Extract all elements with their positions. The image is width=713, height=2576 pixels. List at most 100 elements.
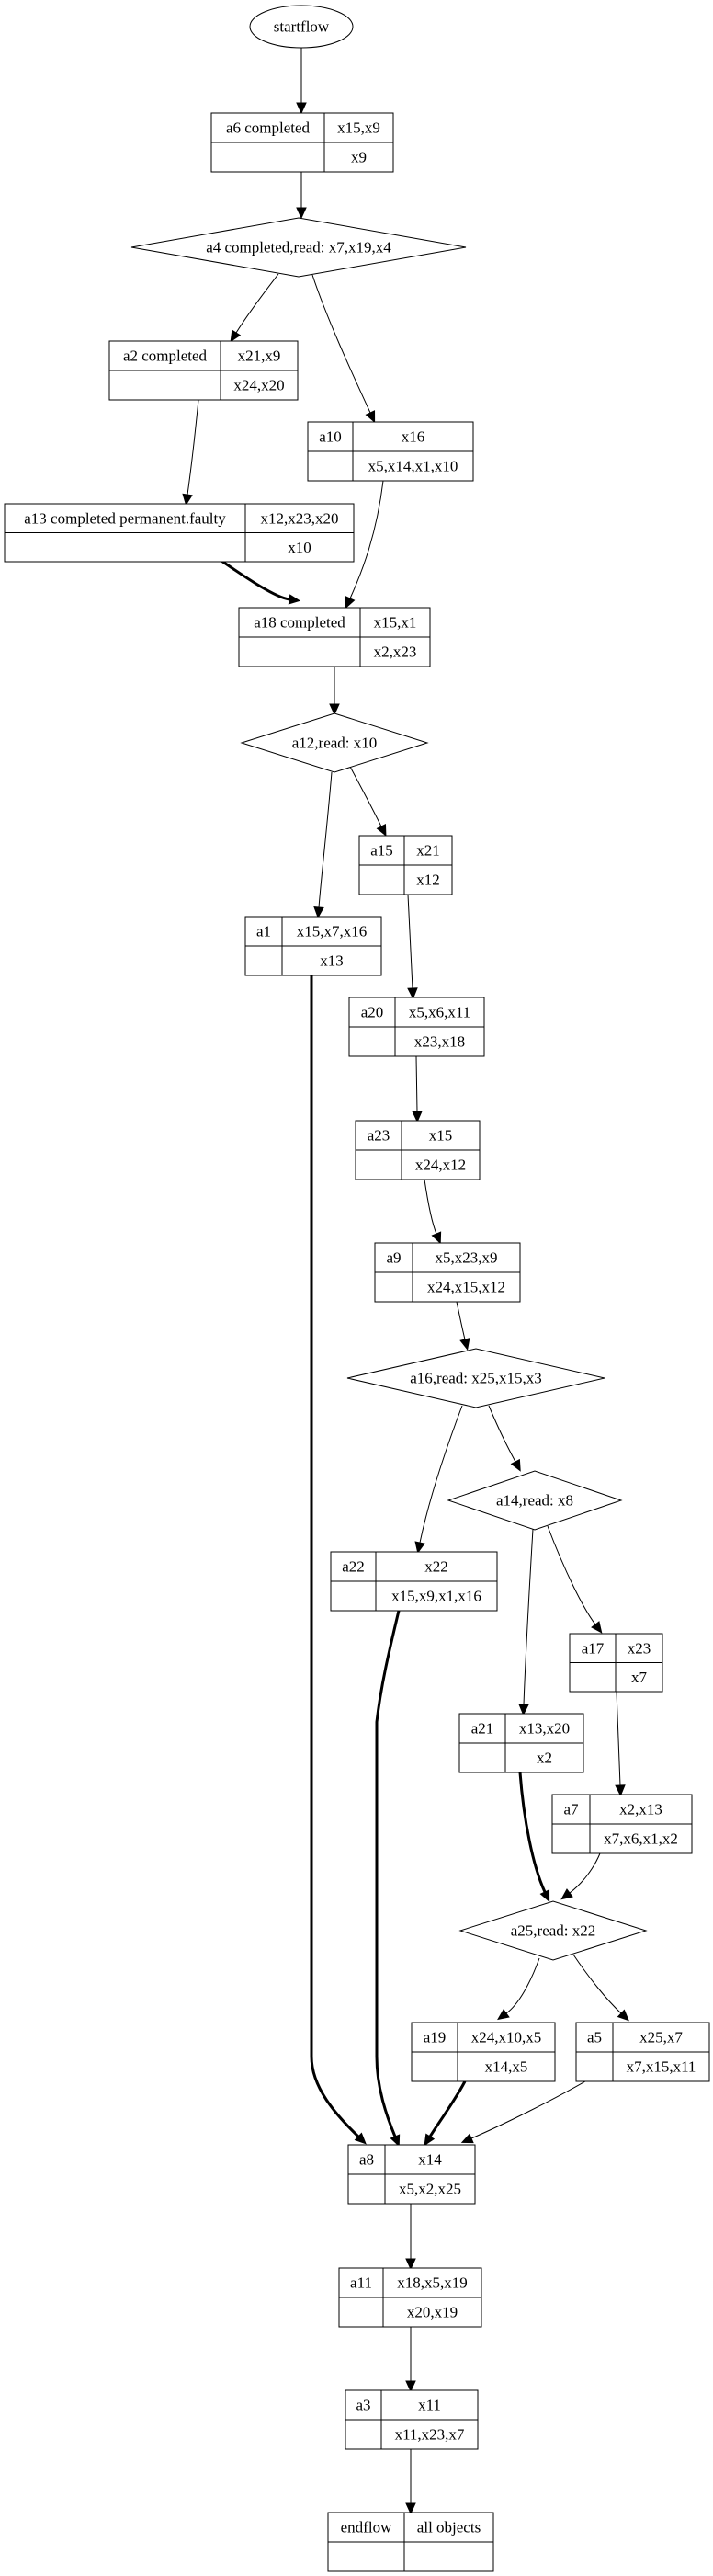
node-a16[interactable]: a16,read: x25,x15,x3 (346, 1348, 605, 1408)
edge-line (456, 1301, 466, 1340)
input-objects: x15,x1 (374, 614, 417, 632)
edge-a19-to-a8 (424, 2080, 467, 2147)
edge-line (428, 2080, 467, 2137)
edge-a12-to-a15 (348, 764, 387, 837)
output-objects: x24,x20 (233, 377, 284, 394)
output-objects: x20,x19 (407, 2304, 458, 2321)
edge-a1-to-a8 (310, 975, 367, 2145)
edge-line (221, 559, 290, 601)
arrowhead-icon (497, 2009, 510, 2021)
arrowhead-icon (539, 1889, 550, 1903)
edge-line (348, 764, 382, 827)
arrowhead-icon (518, 1704, 529, 1716)
output-objects: x24,x12 (415, 1157, 466, 1174)
activity-name: a22 (342, 1558, 365, 1576)
edge-line (311, 274, 371, 414)
node-a4[interactable]: a4 completed,read: x7,x19,x4 (130, 217, 467, 278)
edge-a4-to-a2 (230, 273, 279, 343)
arrowhead-icon (354, 2132, 367, 2145)
activity-name: a7 (563, 1801, 579, 1818)
edge-a14-to-a17 (547, 1525, 603, 1634)
edge-a7-to-a25 (560, 1852, 601, 1900)
arrowhead-icon (431, 1231, 442, 1245)
edge-a6-to-a4 (296, 172, 307, 220)
input-objects: all objects (417, 2519, 481, 2536)
activity-name: a9 (386, 1249, 401, 1267)
edge-a2-to-a13 (182, 399, 199, 507)
arrowhead-icon (329, 703, 340, 716)
arrowhead-icon (182, 493, 193, 507)
activity-name: a18 completed (254, 614, 345, 632)
node-a25[interactable]: a25,read: x22 (458, 1900, 648, 1961)
edge-line (375, 1610, 401, 2137)
edge-a4-to-a10 (311, 274, 376, 424)
output-objects: x14,x5 (485, 2058, 528, 2076)
edge-line (572, 1954, 622, 2014)
edge-a16-to-a14 (488, 1405, 521, 1472)
input-objects: x25,x7 (639, 2029, 683, 2046)
edge-a25-to-a19 (497, 1957, 540, 2021)
arrowhead-icon (405, 2380, 416, 2393)
edge-line (523, 1528, 534, 1705)
edge-a12-to-a1 (313, 771, 333, 919)
decision-label: a14,read: x8 (496, 1492, 573, 1510)
output-objects: x12 (416, 872, 440, 889)
node-endflow[interactable]: endflow all objects (327, 2512, 494, 2572)
activity-name: a10 (319, 428, 342, 446)
activity-name: a17 (582, 1639, 605, 1657)
decision-label: a4 completed,read: x7,x19,x4 (206, 239, 391, 256)
edge-line (616, 1691, 621, 1786)
node-a12[interactable]: a12,read: x10 (240, 712, 429, 773)
activity-name: endflow (341, 2519, 392, 2536)
node-a14[interactable]: a14,read: x8 (447, 1470, 623, 1531)
arrowhead-icon (460, 2133, 474, 2144)
decision-diamond (240, 712, 429, 773)
arrowhead-icon (591, 1621, 603, 1634)
decision-diamond (458, 1900, 648, 1961)
decision-label: a16,read: x25,x15,x3 (410, 1370, 542, 1387)
activity-name: a1 (256, 923, 271, 940)
activity-name: a19 (424, 2029, 447, 2046)
input-objects: x13,x20 (519, 1720, 570, 1738)
arrowhead-icon (345, 596, 356, 610)
activity-name: a6 completed (226, 120, 311, 137)
output-objects: x2 (537, 1750, 552, 1767)
edge-a20-to-a23 (412, 1055, 423, 1123)
output-objects: x5,x2,x25 (399, 2181, 461, 2198)
arrowhead-icon (405, 2258, 416, 2271)
start-ellipse (249, 5, 354, 49)
edge-a3-to-endflow (405, 2449, 416, 2515)
arrowhead-icon (296, 102, 307, 115)
arrowhead-icon (615, 1784, 626, 1797)
node-startflow[interactable]: startflow (249, 5, 354, 49)
output-objects: x24,x15,x12 (427, 1279, 505, 1296)
arrowhead-icon (510, 1458, 521, 1472)
input-objects: x21 (416, 842, 440, 860)
arrowhead-icon (414, 1541, 425, 1554)
input-objects: x15,x7,x16 (297, 923, 368, 940)
arrowhead-icon (230, 329, 242, 343)
activity-name: a20 (361, 1004, 384, 1021)
decision-diamond (447, 1470, 623, 1531)
edge-a13-to-a18 (221, 559, 301, 605)
output-objects: x11,x23,x7 (395, 2426, 465, 2444)
